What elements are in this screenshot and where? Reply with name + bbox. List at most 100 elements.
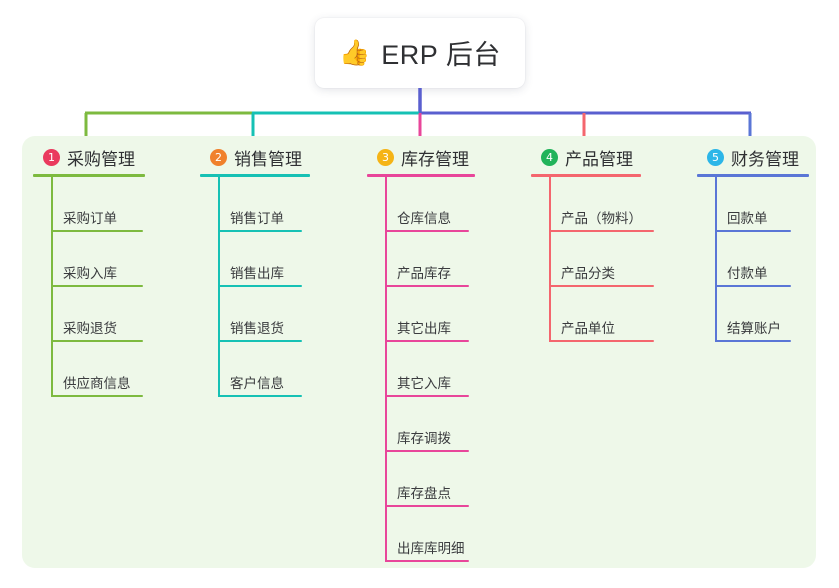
- branch-item-label: 仓库信息: [397, 211, 451, 226]
- branch-item[interactable]: 销售出库: [200, 232, 310, 287]
- branch-item[interactable]: 库存盘点: [367, 452, 475, 507]
- branch-item[interactable]: 回款单: [697, 177, 809, 232]
- branch-item-rule: [51, 230, 143, 232]
- branch-items: 销售订单销售出库销售退货客户信息: [200, 177, 310, 397]
- branch-item-rule: [385, 285, 469, 287]
- branch-item[interactable]: 出库库明细: [367, 507, 475, 562]
- branch-spine: [549, 177, 551, 342]
- branch-header-3[interactable]: 3 库存管理: [367, 145, 475, 169]
- branch-item-label: 其它出库: [397, 321, 451, 336]
- branch-item-label: 销售退货: [230, 321, 284, 336]
- branch-column-4: 4 产品管理产品（物料） 产品分类产品单位: [531, 145, 654, 342]
- branch-item-rule: [385, 560, 469, 562]
- branch-item[interactable]: 付款单: [697, 232, 809, 287]
- branch-item[interactable]: 产品分类: [531, 232, 654, 287]
- branch-item-label: 结算账户: [727, 321, 781, 336]
- branch-spine: [51, 177, 53, 397]
- branch-spine: [218, 177, 220, 397]
- branch-item[interactable]: 产品单位: [531, 287, 654, 342]
- branch-column-5: 5 财务管理回款单付款单结算账户: [697, 145, 809, 342]
- branch-item-rule: [385, 230, 469, 232]
- branch-item[interactable]: 销售订单: [200, 177, 310, 232]
- branch-item-label: 客户信息: [230, 376, 284, 391]
- branch-item-rule: [385, 450, 469, 452]
- branch-item-label: 产品分类: [561, 266, 615, 281]
- branch-number-badge: 1: [43, 148, 60, 166]
- branch-number-badge: 2: [210, 148, 227, 166]
- branch-header-5[interactable]: 5 财务管理: [697, 145, 809, 169]
- branch-column-2: 2 销售管理销售订单销售出库销售退货客户信息: [200, 145, 310, 397]
- branch-item[interactable]: 结算账户: [697, 287, 809, 342]
- branch-column-1: 1 采购管理采购订单采购入库采购退货供应商信息: [33, 145, 145, 397]
- branch-item[interactable]: 其它入库: [367, 342, 475, 397]
- branch-column-3: 3 库存管理仓库信息产品库存其它出库其它入库库存调拨库存盘点出库库明细: [367, 145, 475, 562]
- branch-item-rule: [385, 340, 469, 342]
- branch-item[interactable]: 采购退货: [33, 287, 145, 342]
- branch-item-rule: [51, 285, 143, 287]
- branch-item-label: 库存盘点: [397, 486, 451, 501]
- branch-item[interactable]: 其它出库: [367, 287, 475, 342]
- branch-header-1[interactable]: 1 采购管理: [33, 145, 145, 169]
- root-node-title: ERP 后台: [381, 39, 501, 70]
- branch-item-rule: [715, 340, 791, 342]
- branch-item-label: 采购入库: [63, 266, 117, 281]
- branch-number-badge: 4: [541, 148, 558, 166]
- branch-items: 仓库信息产品库存其它出库其它入库库存调拨库存盘点出库库明细: [367, 177, 475, 562]
- branch-item-rule: [51, 395, 143, 397]
- branch-items: 回款单付款单结算账户: [697, 177, 809, 342]
- branch-item-label: 出库库明细: [397, 541, 465, 556]
- branches-panel: [22, 136, 816, 568]
- branch-item-label: 采购退货: [63, 321, 117, 336]
- branch-header-rule: [531, 174, 641, 177]
- branch-header-rule: [367, 174, 475, 177]
- branch-number-badge: 5: [707, 148, 724, 166]
- thumbs-up-icon: 👍: [339, 37, 371, 67]
- branch-item-rule: [218, 230, 302, 232]
- branch-header-rule: [697, 174, 809, 177]
- branch-number-badge: 3: [377, 148, 394, 166]
- branch-item-rule: [385, 505, 469, 507]
- branch-item-label: 回款单: [727, 211, 768, 226]
- branch-item[interactable]: 产品（物料）: [531, 177, 654, 232]
- branch-item-rule: [549, 340, 654, 342]
- branch-header-2[interactable]: 2 销售管理: [200, 145, 310, 169]
- root-node[interactable]: 👍 ERP 后台: [315, 18, 525, 88]
- branch-item-rule: [218, 340, 302, 342]
- branch-item-label: 产品（物料）: [561, 211, 642, 226]
- branch-item[interactable]: 销售退货: [200, 287, 310, 342]
- branch-items: 产品（物料） 产品分类产品单位: [531, 177, 654, 342]
- branch-item-label: 产品库存: [397, 266, 451, 281]
- branch-title: 采购管理: [67, 149, 135, 169]
- branch-item[interactable]: 客户信息: [200, 342, 310, 397]
- branch-item-rule: [385, 395, 469, 397]
- branch-header-rule: [200, 174, 310, 177]
- branch-item-rule: [549, 285, 654, 287]
- branch-item-label: 库存调拨: [397, 431, 451, 446]
- branch-item[interactable]: 仓库信息: [367, 177, 475, 232]
- branch-title: 产品管理: [565, 149, 633, 169]
- branch-title: 销售管理: [234, 149, 302, 169]
- branch-item-label: 供应商信息: [63, 376, 131, 391]
- branch-item-rule: [218, 285, 302, 287]
- branch-title: 库存管理: [401, 149, 469, 169]
- branch-item-label: 产品单位: [561, 321, 615, 336]
- branch-item-rule: [51, 340, 143, 342]
- branch-item-label: 销售订单: [230, 211, 284, 226]
- root-node-content: 👍 ERP 后台: [339, 33, 501, 72]
- branch-item[interactable]: 库存调拨: [367, 397, 475, 452]
- branch-items: 采购订单采购入库采购退货供应商信息: [33, 177, 145, 397]
- branch-item-rule: [715, 230, 791, 232]
- branch-header-4[interactable]: 4 产品管理: [531, 145, 642, 169]
- branch-item-rule: [218, 395, 302, 397]
- branch-item-rule: [549, 230, 654, 232]
- branch-item-label: 采购订单: [63, 211, 117, 226]
- branch-item[interactable]: 供应商信息: [33, 342, 145, 397]
- branch-item[interactable]: 采购订单: [33, 177, 145, 232]
- branch-item[interactable]: 产品库存: [367, 232, 475, 287]
- branch-spine: [715, 177, 717, 342]
- branch-item-label: 付款单: [727, 266, 768, 281]
- branch-item[interactable]: 采购入库: [33, 232, 145, 287]
- branch-title: 财务管理: [731, 149, 799, 169]
- branch-spine: [385, 177, 387, 562]
